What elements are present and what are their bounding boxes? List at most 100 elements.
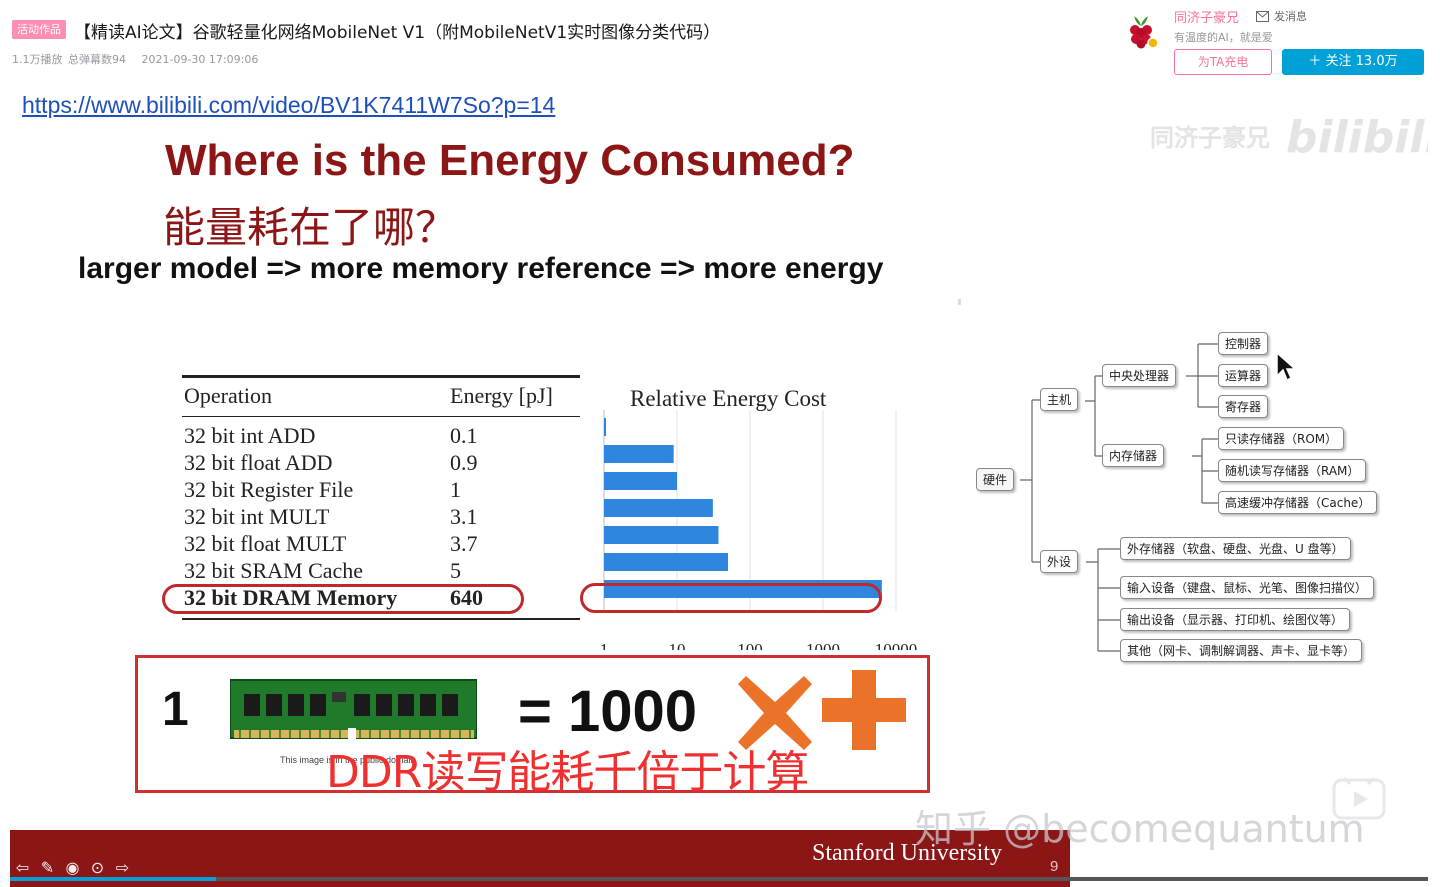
video-meta: 1.1万播放 总弹幕数94 2021-09-30 17:09:06 — [12, 51, 258, 67]
table-rule-mid — [182, 416, 580, 417]
progress-bar[interactable] — [10, 877, 1428, 881]
video-header: 活动作品 【精读AI论文】谷歌轻量化网络MobileNet V1（附Mobile… — [0, 0, 1440, 84]
slide-subtitle: larger model => more memory reference =>… — [78, 252, 884, 285]
chart-bar — [604, 418, 606, 436]
highlight-oval-chart — [580, 583, 882, 613]
play-icon[interactable] — [1332, 776, 1386, 820]
table-cell-energy: 0.1 — [450, 423, 478, 448]
table-cell-op: 32 bit float ADD — [184, 450, 333, 475]
mindmap-node-memory: 内存储器 — [1102, 444, 1165, 467]
highlight-oval-table — [162, 584, 524, 614]
table-cell-energy: 3.1 — [450, 504, 478, 529]
table-cell-op: 32 bit int ADD — [184, 423, 316, 448]
artifact-dot — [958, 299, 961, 305]
stanford-label: Stanford University — [812, 840, 1002, 866]
follow-button[interactable]: ＋ 关注 13.0万 — [1282, 49, 1424, 75]
send-message-link[interactable]: 发消息 — [1256, 8, 1307, 24]
chart-bar — [604, 472, 677, 490]
table-row-highlighted: 32 bit DRAM Memory 640 — [182, 585, 580, 612]
mindmap-node-cpu: 中央处理器 — [1102, 364, 1177, 387]
table-row: 32 bit int ADD 0.1 — [182, 423, 580, 450]
chart-title: Relative Energy Cost — [630, 386, 827, 411]
table-row: 32 bit float MULT 3.7 — [182, 531, 580, 558]
pen-icon[interactable]: ✎ — [40, 858, 55, 877]
table-header-operation: Operation — [184, 383, 272, 408]
video-title: 【精读AI论文】谷歌轻量化网络MobileNet V1（附MobileNetV1… — [74, 23, 721, 43]
play-count: 1.1万播放 — [12, 53, 63, 66]
slide-title: Where is the Energy Consumed? — [165, 136, 855, 185]
mindmap-connectors — [1020, 343, 1218, 652]
relative-energy-chart: Relative Energy Cost 1 10 100 1000 10000 — [570, 380, 930, 650]
chart-bar — [604, 526, 719, 544]
slide-url: https://www.bilibili.com/video/BV1K7411W… — [22, 92, 556, 118]
table-rule-top — [182, 375, 580, 378]
table-cell-op: 32 bit Register File — [184, 477, 354, 502]
mail-icon — [1256, 11, 1269, 22]
table-cell-energy: 640 — [450, 585, 483, 610]
table-cell-energy: 3.7 — [450, 531, 478, 556]
mindmap-node-ram: 随机读写存储器（RAM） — [1218, 459, 1367, 482]
orange-plus-icon — [822, 670, 906, 750]
ddr-equals-1000: = 1000 — [518, 679, 698, 744]
ddr-one: 1 — [162, 683, 189, 736]
activity-tag[interactable]: 活动作品 — [12, 20, 66, 39]
table-cell-op: 32 bit DRAM Memory — [184, 585, 398, 610]
send-message-label: 发消息 — [1274, 10, 1307, 23]
table-rule-bottom — [182, 618, 580, 620]
orange-x-icon — [738, 676, 812, 750]
mindmap-node-controller: 控制器 — [1218, 332, 1269, 355]
watermark-user: 同济子豪兄 — [1150, 124, 1270, 152]
slides-icon[interactable]: ◉ — [65, 858, 80, 877]
mindmap-node-cache: 高速缓冲存储器（Cache） — [1218, 491, 1378, 514]
bilibili-logo: bilibili — [1286, 112, 1428, 163]
ddr-caption: DDR读写能耗千倍于计算 — [326, 747, 809, 798]
progress-fill — [10, 877, 216, 881]
chart-svg: 1 10 100 1000 10000 — [600, 410, 918, 650]
table-cell-energy: 5 — [450, 558, 461, 583]
danmaku-count: 总弹幕数94 — [68, 53, 126, 66]
mindmap-node-host: 主机 — [1040, 388, 1079, 411]
mindmap-node-other: 其他（网卡、调制解调器、声卡、显卡等） — [1120, 639, 1363, 662]
uploader-avatar[interactable] — [1120, 8, 1162, 50]
chart-bar — [604, 445, 674, 463]
publish-date: 2021-09-30 17:09:06 — [141, 53, 259, 66]
zhihu-watermark: 知乎 @becomequantum — [915, 807, 1365, 851]
table-cell-energy: 0.9 — [450, 450, 478, 475]
chart-tick-label: 1 — [600, 640, 609, 650]
next-arrow-icon[interactable]: ⇨ — [115, 858, 130, 877]
mindmap-node-root: 硬件 — [976, 468, 1015, 491]
chart-tick-label: 10 — [669, 640, 686, 650]
chart-bar — [604, 553, 729, 571]
slide-number: 9 — [1050, 858, 1059, 875]
mindmap-node-rom: 只读存储器（ROM） — [1218, 427, 1345, 450]
chart-tick-label: 100 — [737, 640, 763, 650]
slide-controls: ⇦ ✎ ◉ ⊙ ⇨ — [12, 857, 133, 878]
more-icon[interactable]: ⊙ — [90, 858, 105, 877]
mindmap-node-external-storage: 外存储器（软盘、硬盘、光盘、U 盘等） — [1120, 537, 1351, 560]
table-cell-op: 32 bit float MULT — [184, 531, 347, 556]
chart-bar — [604, 499, 713, 517]
mindmap-node-output: 输出设备（显示器、打印机、绘图仪等） — [1120, 608, 1351, 631]
table-header-energy: Energy [pJ] — [450, 383, 553, 408]
charge-button[interactable]: 为TA充电 — [1174, 49, 1272, 75]
chart-tick-label: 1000 — [806, 640, 840, 650]
uploader-name[interactable]: 同济子豪兄 — [1174, 11, 1240, 26]
mindmap-node-input: 输入设备（键盘、鼠标、光笔、图像扫描仪） — [1120, 576, 1375, 599]
ddr-highlight-box — [135, 655, 930, 793]
table-row: 32 bit SRAM Cache 5 — [182, 558, 580, 585]
bilibili-watermark: 同济子豪兄 bilibili — [1150, 112, 1428, 163]
video-player[interactable]: https://www.bilibili.com/video/BV1K7411W… — [10, 84, 1428, 887]
table-row: 32 bit int MULT 3.1 — [182, 504, 580, 531]
slide-title-cn: 能量耗在了哪？ — [163, 203, 458, 252]
table-row: 32 bit float ADD 0.9 — [182, 450, 580, 477]
table-cell-energy: 1 — [450, 477, 461, 502]
mouse-cursor-icon — [1276, 352, 1297, 382]
mindmap-node-register: 寄存器 — [1218, 395, 1269, 418]
hardware-mindmap: 硬件 主机 中央处理器 控制器 运算器 寄存器 内存储器 只读存储器（ROM） … — [960, 324, 1420, 674]
table-row: 32 bit Register File 1 — [182, 477, 580, 504]
table-cell-op: 32 bit SRAM Cache — [184, 558, 364, 583]
chart-tick-label: 10000 — [875, 640, 918, 650]
prev-arrow-icon[interactable]: ⇦ — [15, 858, 30, 877]
mindmap-node-alu: 运算器 — [1218, 364, 1269, 387]
ram-module-image — [230, 679, 477, 740]
